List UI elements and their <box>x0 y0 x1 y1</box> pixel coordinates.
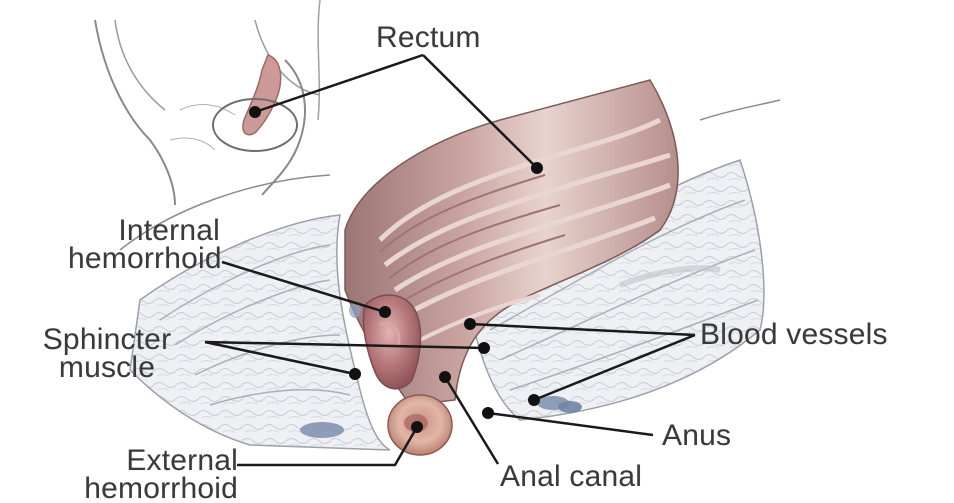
label-sphincter-muscle: Sphincter muscle <box>14 326 200 382</box>
label-internal-hemorrhoid-line2: hemorrhoid <box>68 245 220 273</box>
label-external-hemorrhoid-line2: hemorrhoid <box>30 475 238 503</box>
label-anal-canal: Anal canal <box>500 463 642 491</box>
label-rectum: Rectum <box>376 24 481 52</box>
label-sphincter-muscle-line1: Sphincter <box>14 326 200 354</box>
label-external-hemorrhoid: External hemorrhoid <box>30 447 238 503</box>
label-sphincter-muscle-line2: muscle <box>14 354 200 382</box>
label-internal-hemorrhoid: Internal hemorrhoid <box>68 217 220 273</box>
label-internal-hemorrhoid-line1: Internal <box>68 217 220 245</box>
label-rectum-text: Rectum <box>376 24 481 52</box>
label-external-hemorrhoid-line1: External <box>30 447 238 475</box>
label-anal-canal-text: Anal canal <box>500 463 642 491</box>
label-anus: Anus <box>662 422 731 450</box>
label-anus-text: Anus <box>662 422 731 450</box>
label-blood-vessels-text: Blood vessels <box>700 321 888 349</box>
label-blood-vessels: Blood vessels <box>700 321 888 349</box>
